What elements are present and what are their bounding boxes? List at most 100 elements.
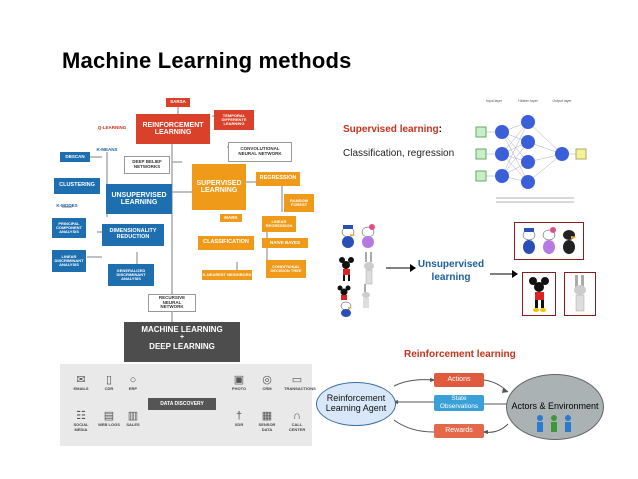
antenna-icon: †	[235, 410, 243, 422]
deep-belief-networks-node: DEEP BELIEF NETWORKS	[124, 156, 170, 174]
k-modes-label: K-MODES	[56, 203, 78, 208]
bugs-bunny-icon-2	[362, 284, 370, 308]
k-means-label: K-MEANS	[96, 147, 118, 152]
ml-deep-learning-node: MACHINE LEARNING + DEEP LEARNING	[124, 322, 240, 362]
mickey-mouse-icon	[339, 257, 354, 281]
data-source-crm: ◎CRM	[254, 374, 280, 391]
unsupervised-label-line2: learning	[431, 271, 471, 283]
unsupervised-learning-node: UNSUPERVISED LEARNING	[106, 184, 172, 214]
supervised-heading-text: Supervised learning	[343, 124, 439, 135]
rl-rewards-pill: Rewards	[434, 424, 484, 438]
crm-icon: ◎	[262, 374, 272, 386]
sales-icon: ▥	[127, 410, 139, 422]
supervised-learning-node: SUPERVISED LEARNING	[192, 164, 246, 210]
card-icon: ▭	[291, 374, 303, 386]
convolutional-nn-node: CONVOLUTIONAL NEURAL NETWORK	[228, 142, 292, 162]
data-source-transactions: ▭TRANSACTIONS	[284, 374, 316, 391]
unsupervised-arrow-left	[386, 264, 416, 272]
rl-actions-pill: Actions	[434, 373, 484, 387]
data-source-label: CALL CENTER	[288, 422, 306, 432]
sarsa-node: SARSA	[166, 98, 190, 107]
classification-node: CLASSIFICATION	[198, 236, 254, 250]
nn-hidden-node-4	[521, 175, 535, 189]
data-source-label: PHOTO	[231, 386, 247, 391]
data-source-sensor-data: ▦SENSOR DATA	[254, 410, 280, 432]
donald-duck-icon	[341, 225, 356, 248]
erp-icon: ○	[129, 374, 137, 386]
nn-output-layer-label: Output layer	[552, 99, 572, 103]
data-source-label: ERP	[128, 386, 138, 391]
recursive-nn-node: RECURSIVE NEURAL NETWORK	[148, 294, 196, 312]
data-source-web-logs: ▤WEB LOGS	[96, 410, 122, 427]
nn-hidden-node-3	[521, 155, 535, 169]
data-source-social-media: ☷SOCIAL MEDIA	[68, 410, 94, 432]
data-source-label: SALES	[126, 422, 140, 427]
data-source-call-center: ∩CALL CENTER	[284, 410, 310, 432]
lda-node: LINEAR DISCRIMINANT ANALYSIS	[52, 250, 86, 272]
naive-bayes-node: NAIVE BAYES	[262, 238, 308, 248]
data-source-xdr: †XDR	[226, 410, 252, 427]
dbscan-node: DBSCAN	[60, 152, 90, 162]
nn-output-box	[575, 148, 587, 160]
cluster-ducks-card	[514, 222, 584, 260]
unsupervised-input-characters	[337, 224, 375, 317]
ml-plus: +	[179, 334, 185, 342]
cluster-mice-card	[522, 272, 556, 316]
people-icon	[537, 415, 571, 432]
camera-icon: ▣	[233, 374, 245, 386]
temporal-difference-node: TEMPORAL DIFFERENTE LEARNING	[214, 110, 254, 130]
rl-state-pill: State Observations	[434, 395, 484, 411]
daisy-duck-icon	[361, 224, 375, 248]
nn-input-layer-label: Input layer	[486, 99, 503, 103]
cluster-rabbits-card	[564, 272, 596, 316]
clustering-node: CLUSTERING	[54, 178, 100, 194]
data-source-label: XDR	[234, 422, 244, 427]
phone-icon: ▯	[105, 374, 113, 386]
data-source-label: CDR	[104, 386, 114, 391]
nn-input-node-1	[495, 125, 509, 139]
data-source-label: CRM	[262, 386, 272, 391]
data-source-cdr: ▯CDR	[96, 374, 122, 391]
nn-hidden-node-1	[521, 115, 535, 129]
nn-output-node	[555, 147, 569, 161]
mark-node: MARK	[220, 214, 242, 222]
donald-duck-icon-2	[340, 301, 353, 317]
nn-input-node-3	[495, 169, 509, 183]
gda-node: GENERALIZED DISCRIMINANT ANALYSIS	[108, 264, 154, 286]
headset-icon: ∩	[293, 410, 301, 422]
page-title: Machine Learning methods	[62, 48, 352, 73]
data-source-label: TRANSACTIONS	[284, 386, 316, 391]
ml-line1: MACHINE LEARNING	[141, 325, 223, 334]
linear-regression-node: LINEAR REGRESSION	[262, 216, 296, 232]
nn-input-node-2	[495, 147, 509, 161]
data-source-label: EMAILS	[73, 386, 89, 391]
unsupervised-learning-label: Unsupervised learning	[413, 259, 489, 284]
weblog-icon: ▤	[103, 410, 115, 422]
ml-mindmap: SARSA REINFORCEMENT LEARNING TEMPORAL DI…	[52, 92, 317, 452]
nn-input-box-2	[475, 148, 487, 160]
data-source-emails: ✉EMAILS	[68, 374, 94, 391]
supervised-learning-heading: Supervised learning:	[343, 124, 442, 135]
pca-node: PRINCIPAL COMPONENT ANALYSIS	[52, 218, 86, 238]
ducks-cluster-icons	[522, 227, 577, 254]
data-source-label: SOCIAL MEDIA	[73, 422, 89, 432]
conditional-decision-tree-node: CONDITIONAL DECISION TREE	[266, 260, 306, 278]
neural-network-diagram: Input layer Hidden layer Output layer	[475, 99, 587, 203]
data-source-erp: ○ERP	[120, 374, 146, 391]
knn-node: K-NEAREST NEIGHBORS	[202, 270, 252, 280]
rabbits-cluster-icons	[574, 275, 586, 312]
nn-input-box-3	[475, 170, 487, 182]
data-source-sales: ▥SALES	[120, 410, 146, 427]
mice-cluster-icons	[529, 277, 549, 312]
nn-input-box-1	[475, 126, 487, 138]
supervised-subtitle: Classification, regression	[343, 148, 455, 159]
nn-hidden-layer-label: Hidden layer	[518, 99, 538, 103]
reinforcement-learning-heading: Reinforcement learning	[404, 349, 516, 360]
supervised-heading-colon: :	[438, 124, 442, 135]
reinforcement-learning-node: REINFORCEMENT LEARNING	[136, 114, 210, 144]
regression-node: REGRESSION	[256, 172, 300, 186]
unsupervised-label-line1: Unsupervised	[417, 259, 485, 270]
data-source-label: WEB LOGS	[98, 422, 120, 427]
random-forest-node: RANDOM FOREST	[284, 194, 314, 212]
data-source-photo: ▣PHOTO	[226, 374, 252, 391]
